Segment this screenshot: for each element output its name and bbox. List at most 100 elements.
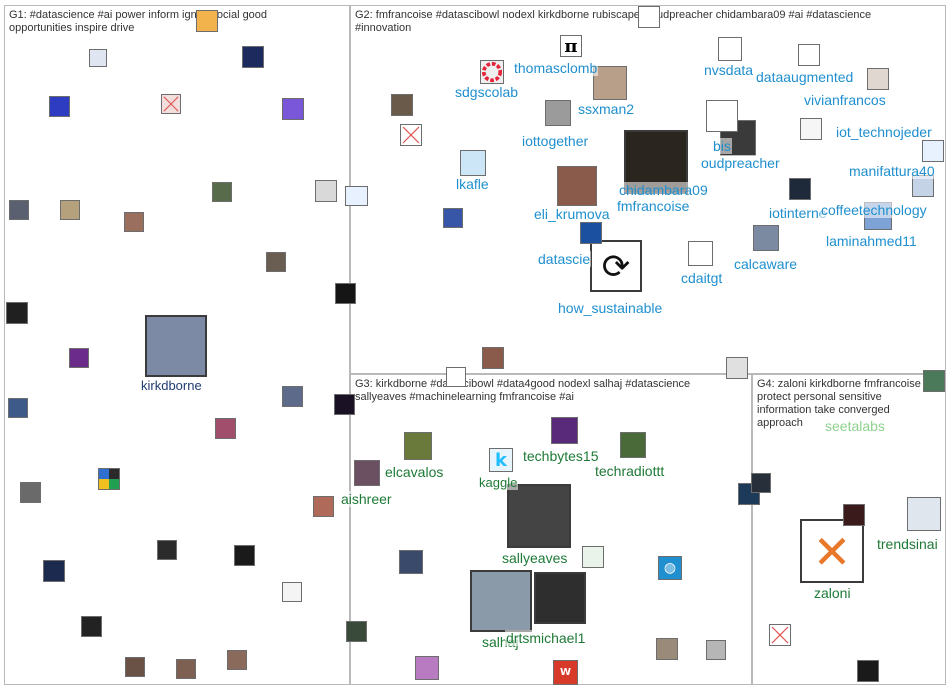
node-g1-j[interactable] <box>266 252 286 272</box>
node-g1-c[interactable] <box>242 46 264 68</box>
node-g1-ee[interactable] <box>334 394 355 415</box>
node-label-dataaugmented[interactable]: dataaugmented <box>755 69 855 85</box>
node-g1-f[interactable] <box>212 182 232 202</box>
node-g1-l[interactable] <box>315 180 337 202</box>
node-zaloni[interactable]: ✕ <box>800 519 864 583</box>
node-kaggle[interactable]: k <box>489 448 513 472</box>
node-g2-d[interactable] <box>638 6 660 28</box>
node-g1-bb[interactable] <box>227 650 247 670</box>
node-label-trendsinai[interactable]: trendsinai <box>876 536 939 552</box>
node-salhaj[interactable] <box>470 570 532 632</box>
node-g3-g[interactable] <box>706 640 726 660</box>
node-g1-q[interactable] <box>282 386 303 407</box>
node-g1-b[interactable] <box>49 96 70 117</box>
node-g1-x[interactable] <box>161 94 181 114</box>
node-label-elcavalos[interactable]: elcavalos <box>384 464 445 480</box>
node-dataaugmented[interactable] <box>798 44 820 66</box>
node-elcavalos[interactable] <box>404 432 432 460</box>
node-label-fmfrancoise[interactable]: fmfrancoise <box>616 198 691 214</box>
node-sdgscolab[interactable] <box>480 60 504 84</box>
node-g2-x[interactable] <box>400 124 422 146</box>
node-label-eli_krumova[interactable]: eli_krumova <box>533 206 611 222</box>
node-eli-krumova[interactable] <box>557 166 597 206</box>
node-g1-u[interactable] <box>313 496 334 517</box>
node-g1-o[interactable] <box>69 348 89 368</box>
node-cdaitgt[interactable] <box>688 241 713 266</box>
node-label-seetalabs[interactable]: seetalabs <box>824 418 886 434</box>
node-g3-e[interactable] <box>415 656 439 680</box>
node-label-chidambara09[interactable]: chidambara09 <box>618 182 709 198</box>
node-g4-x[interactable] <box>769 624 791 646</box>
node-label-zaloni[interactable]: zaloni <box>813 585 852 601</box>
node-g1-z[interactable] <box>282 582 302 602</box>
node-g3-a[interactable] <box>582 546 604 568</box>
node-g1-aa[interactable] <box>81 616 102 637</box>
node-g1-r[interactable] <box>215 418 236 439</box>
node-label-kirkdborne[interactable]: kirkdborne <box>140 378 203 393</box>
node-g1-y[interactable] <box>43 560 65 582</box>
node-g2-e[interactable] <box>482 347 504 369</box>
node-g1-k[interactable] <box>335 283 356 304</box>
node-techradiottt[interactable] <box>620 432 646 458</box>
node-label-oudpreacher[interactable]: oudpreacher <box>700 155 781 171</box>
node-bis[interactable] <box>706 100 738 132</box>
node-g1-n[interactable] <box>6 302 28 324</box>
node-label-vivianfrancos[interactable]: vivianfrancos <box>803 92 887 108</box>
node-nvsdata[interactable] <box>718 37 742 61</box>
node-label-cdaitgt[interactable]: cdaitgt <box>680 270 724 286</box>
node-g2-a[interactable] <box>391 94 413 116</box>
node-iottogether[interactable] <box>545 100 571 126</box>
node-g1-i[interactable] <box>124 212 144 232</box>
node-g3-f[interactable] <box>656 638 678 660</box>
node-datascie[interactable] <box>580 222 602 244</box>
node-g1-w[interactable] <box>234 545 255 566</box>
node-label-manifattura40[interactable]: manifattura40 <box>848 163 936 179</box>
node-g1-e[interactable] <box>282 98 304 120</box>
node-aishreer[interactable] <box>354 460 380 486</box>
node-how-sustainable[interactable]: ⟳ <box>590 240 642 292</box>
node-calcaware[interactable] <box>753 225 779 251</box>
node-label-bis[interactable]: bis <box>712 138 732 154</box>
node-g4-c[interactable] <box>923 370 945 392</box>
node-vivianfrancos[interactable] <box>867 68 889 90</box>
node-label-aishreer[interactable]: aishreer <box>340 491 393 507</box>
node-g1-m[interactable] <box>345 186 368 206</box>
node-lkafle[interactable] <box>460 150 486 176</box>
node-label-iot_technojeder[interactable]: iot_technojeder <box>835 124 933 140</box>
node-techbytes15[interactable] <box>551 417 578 444</box>
node-label-nvsdata[interactable]: nvsdata <box>703 62 755 78</box>
node-label-ssxman2[interactable]: ssxman2 <box>577 101 636 117</box>
node-thomasclom[interactable]: π <box>560 35 582 57</box>
node-g2-g[interactable] <box>446 367 466 387</box>
node-manifattura40[interactable] <box>922 140 944 162</box>
node-g4-a[interactable] <box>843 504 865 526</box>
node-label-sallyeaves[interactable]: sallyeaves <box>501 550 569 566</box>
node-ssxman2[interactable] <box>593 66 627 100</box>
node-label-laminahmed11[interactable]: laminahmed11 <box>825 233 918 249</box>
node-g2-c[interactable] <box>443 208 463 228</box>
node-label-techbytes15[interactable]: techbytes15 <box>522 448 600 464</box>
node-kirkdborne[interactable] <box>145 315 207 377</box>
node-g1-dd[interactable] <box>125 657 145 677</box>
node-g1-ff[interactable] <box>346 621 367 642</box>
node-g4-b[interactable] <box>857 660 879 682</box>
node-label-thomasclom[interactable]: thomasclomb <box>513 60 599 76</box>
node-g1-v[interactable] <box>157 540 177 560</box>
node-trendsinai[interactable] <box>907 497 941 531</box>
node-g3-b[interactable]: ◍ <box>658 556 682 580</box>
node-label-coffeetechnology[interactable]: coffeetechnology <box>820 202 928 218</box>
node-label-kaggle[interactable]: kaggle <box>478 475 519 490</box>
node-g1-t[interactable] <box>20 482 41 503</box>
node-label-sdgscolab[interactable]: sdgscolab <box>454 84 520 100</box>
node-sallyeaves[interactable] <box>507 484 571 548</box>
node-g3-c[interactable] <box>399 550 423 574</box>
node-label-drtsmichael1[interactable]: drtsmichael1 <box>505 630 587 646</box>
node-g3-i[interactable] <box>751 473 771 493</box>
node-g1-a[interactable] <box>89 49 107 67</box>
node-label-iottogether[interactable]: iottogether <box>521 133 590 149</box>
node-g1-h[interactable] <box>60 200 80 220</box>
node-iotinterne[interactable] <box>789 178 811 200</box>
node-g2-f[interactable] <box>726 357 748 379</box>
node-label-lkafle[interactable]: lkafle <box>455 176 490 192</box>
node-label-techradiottt[interactable]: techradiottt <box>594 463 666 479</box>
